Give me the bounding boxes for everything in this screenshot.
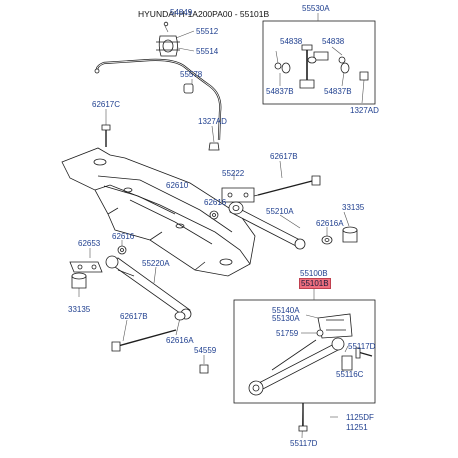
nut-54559 (199, 364, 209, 374)
stabilizer-bar (94, 58, 222, 141)
part-label-62617B-left[interactable]: 62617B (120, 312, 148, 321)
stabilizer-link (274, 44, 369, 89)
part-label-55140A[interactable]: 55140A (272, 306, 300, 315)
rear-axle-assembly-box (233, 299, 376, 404)
washer-62616-left (117, 245, 127, 255)
washer-62616 (209, 210, 219, 220)
diagram-title: HYUNDAI H-1A200PA00 - 55101B (138, 9, 270, 19)
part-label-54559[interactable]: 54559 (194, 346, 217, 355)
bushing-33135-right (342, 226, 358, 243)
rear-axle-beam (248, 313, 373, 396)
part-label-55220A[interactable]: 55220A (142, 259, 170, 268)
stabilizer-link-box (262, 20, 376, 105)
bolt-1125DF (298, 403, 308, 432)
part-label-55514[interactable]: 55514 (196, 47, 219, 56)
part-label-33135-right[interactable]: 33135 (342, 203, 365, 212)
part-label-54837B-right[interactable]: 54837B (324, 87, 352, 96)
plate-62653 (69, 261, 103, 273)
part-label-55117D-bottom[interactable]: 55117D (290, 439, 318, 448)
long-bolt-left (111, 329, 177, 352)
bolt-62617C (101, 124, 111, 147)
part-label-62617C[interactable]: 62617C (92, 100, 121, 109)
part-label-1125DF[interactable]: 1125DF (346, 413, 374, 422)
washer-62616A-right (321, 235, 333, 245)
part-label-62610[interactable]: 62610 (166, 181, 189, 190)
part-label-1327AD[interactable]: 1327AD (198, 117, 227, 126)
part-label-55100B[interactable]: 55100B (300, 269, 328, 278)
part-label-62617B-right[interactable]: 62617B (270, 152, 298, 161)
part-label-54838-left[interactable]: 54838 (280, 37, 303, 46)
part-label-11251[interactable]: 11251 (346, 423, 368, 432)
bolt-51759 (316, 329, 324, 337)
plate-55222 (221, 187, 255, 203)
part-label-55116C[interactable]: 55116C (336, 370, 364, 379)
part-label-55101B-highlighted[interactable]: 55101B (299, 278, 331, 289)
part-label-62616[interactable]: 62616 (204, 198, 227, 207)
lateral-arm-upper (228, 201, 306, 250)
part-label-1327AD-right[interactable]: 1327AD (350, 106, 379, 115)
part-label-55117D-right[interactable]: 55117D (348, 342, 376, 351)
part-label-62653[interactable]: 62653 (78, 239, 101, 248)
washer-62616A-left (174, 311, 186, 321)
part-label-54837B-left[interactable]: 54837B (266, 87, 294, 96)
part-label-62616-left[interactable]: 62616 (112, 232, 135, 241)
part-label-55222[interactable]: 55222 (222, 169, 245, 178)
part-label-55512[interactable]: 55512 (196, 27, 219, 36)
part-label-55578[interactable]: 55578 (180, 70, 203, 79)
part-label-55210A[interactable]: 55210A (266, 207, 294, 216)
part-label-62616A-left[interactable]: 62616A (166, 336, 194, 345)
part-label-54849[interactable]: 54849 (170, 8, 193, 17)
part-label-54838-right[interactable]: 54838 (322, 37, 345, 46)
stabilizer-bushing (156, 21, 180, 57)
part-label-33135-left[interactable]: 33135 (68, 305, 91, 314)
part-label-55530A[interactable]: 55530A (302, 4, 330, 13)
nut-1327AD (208, 142, 220, 151)
crossmember (61, 147, 256, 277)
bushing-33135-left (71, 272, 87, 289)
part-label-62616A-right[interactable]: 62616A (316, 219, 344, 228)
part-label-55130A[interactable]: 55130A (272, 314, 300, 323)
long-bolt-right (253, 175, 321, 197)
part-label-51759[interactable]: 51759 (276, 329, 299, 338)
